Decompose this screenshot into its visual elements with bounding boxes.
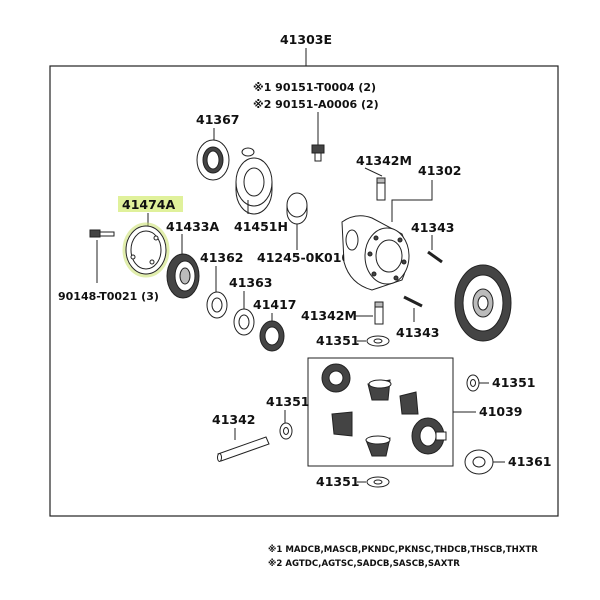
label-41245[interactable]: 41245-0K010 [257, 250, 350, 265]
leader-41302 [391, 180, 433, 222]
pinion-gear-bottom [365, 435, 391, 457]
assembly-part-number[interactable]: 41303E [280, 32, 332, 47]
pin-41342M-top [376, 177, 386, 201]
seal-41367 [196, 139, 255, 181]
washer-41361 [464, 449, 494, 475]
ring-41474A [122, 222, 170, 278]
side-gear-left [321, 363, 351, 393]
bolt-90148 [89, 229, 115, 283]
leader-41342M-top [364, 167, 383, 177]
case-41302 [341, 215, 410, 291]
bolt-label-1[interactable]: ※1 90151-T0004 (2) [253, 81, 376, 94]
pinion-gear-left [331, 411, 353, 437]
label-41351-c[interactable]: 41351 [266, 394, 310, 409]
label-41343-b[interactable]: 41343 [396, 325, 440, 340]
label-41351-d[interactable]: 41351 [316, 474, 360, 489]
label-41363[interactable]: 41363 [229, 275, 273, 290]
label-41351-b[interactable]: 41351 [492, 375, 536, 390]
highlight-41474A [118, 196, 183, 212]
ring-41433A [166, 253, 200, 299]
pin-41343-a [427, 250, 443, 264]
washer-41351-a [366, 335, 390, 347]
label-41342M-top[interactable]: 41342M [356, 153, 412, 168]
spacer-41245 [286, 192, 308, 250]
label-41433A[interactable]: 41433A [166, 219, 219, 234]
label-41417[interactable]: 41417 [253, 297, 297, 312]
label-41342M-mid[interactable]: 41342M [301, 308, 357, 323]
label-41302[interactable]: 41302 [418, 163, 462, 178]
washer-41363 [233, 308, 255, 336]
label-90148[interactable]: 90148-T0021 (3) [58, 290, 159, 303]
side-gear-right [411, 417, 447, 455]
label-41351-a[interactable]: 41351 [316, 333, 360, 348]
washer-41351-b [466, 374, 480, 392]
ring-gear [454, 264, 512, 342]
footnote-1: ※1 MADCB,MASCB,PKNDC,PKNSC,THDCB,THSCB,T… [268, 544, 538, 555]
washer-41362 [206, 291, 228, 319]
pin-41343-b [403, 295, 423, 308]
label-41362[interactable]: 41362 [200, 250, 244, 265]
bolt-label-2[interactable]: ※2 90151-A0006 (2) [253, 98, 379, 111]
pinion-gear-right [399, 391, 419, 415]
label-41343-a[interactable]: 41343 [411, 220, 455, 235]
label-41451H[interactable]: 41451H [234, 219, 288, 234]
assembly-frame [49, 65, 559, 517]
pinion-gear-top [367, 379, 392, 401]
label-41342[interactable]: 41342 [212, 412, 256, 427]
bolt-part [311, 144, 325, 162]
pin-41342M-mid [374, 301, 384, 325]
race-41417 [259, 320, 285, 352]
footnote-2: ※2 AGTDC,AGTSC,SADCB,SASCB,SAXTR [268, 558, 460, 569]
washer-41351-d [366, 476, 390, 488]
washer-41351-c [279, 422, 293, 440]
label-41367[interactable]: 41367 [196, 112, 240, 127]
shaft-41342 [217, 436, 270, 462]
label-41474A[interactable]: 41474A [122, 197, 175, 212]
bearing-41451H [235, 157, 273, 215]
label-41361[interactable]: 41361 [508, 454, 552, 469]
label-41039[interactable]: 41039 [479, 404, 523, 419]
